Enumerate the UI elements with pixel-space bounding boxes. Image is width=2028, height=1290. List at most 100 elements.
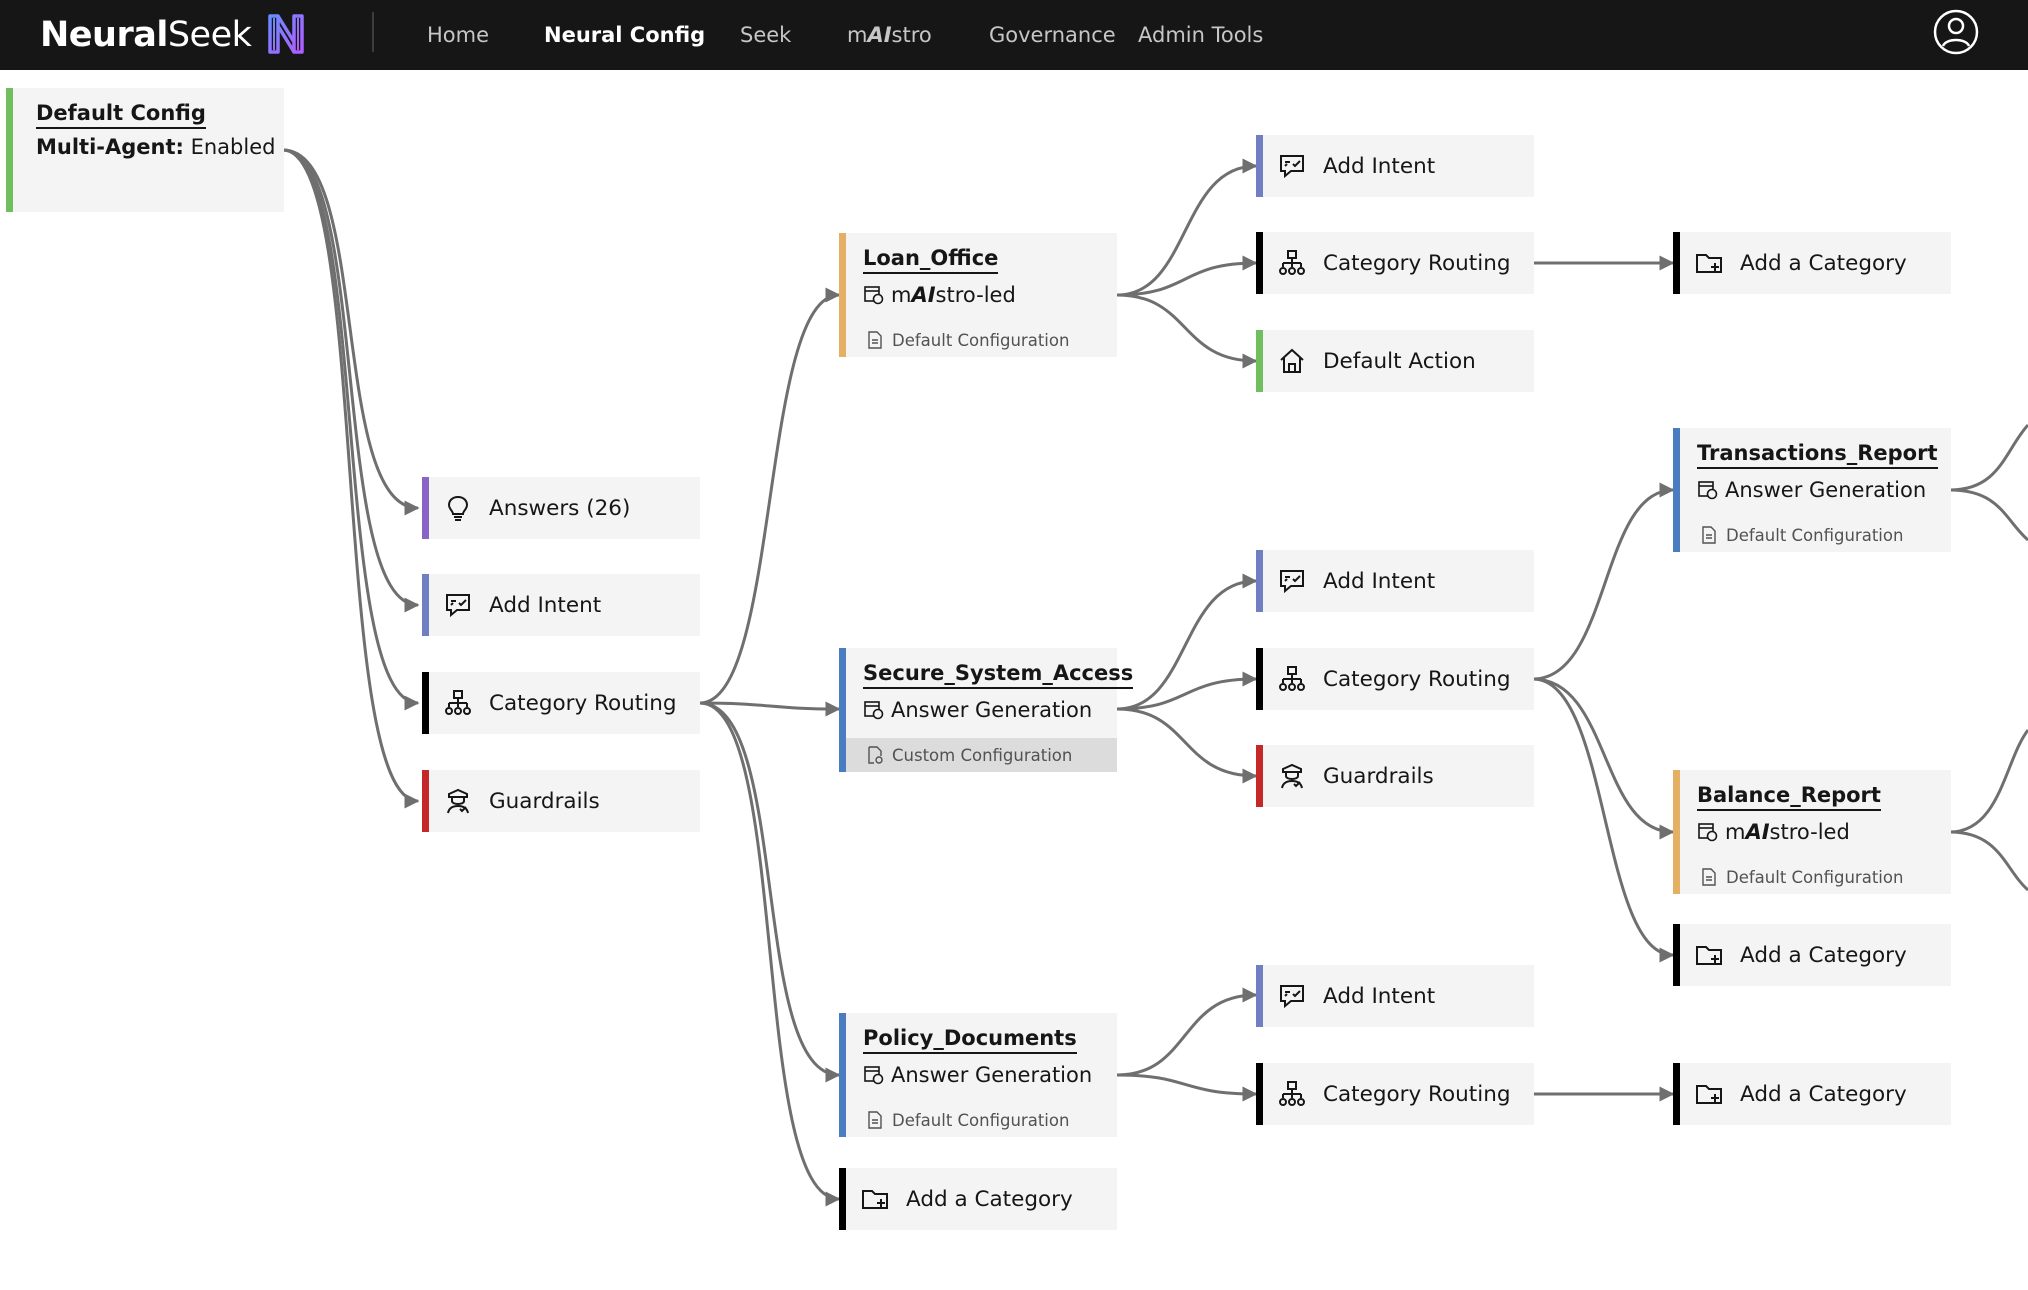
hierarchy-routing-icon: [1279, 250, 1305, 275]
mode-rest: stro-led: [1769, 820, 1850, 844]
hierarchy-routing-icon: [1279, 1081, 1305, 1106]
guardrails-label: Guardrails: [1323, 763, 1434, 789]
add-intent-label: Add Intent: [1323, 568, 1436, 594]
document-icon: [868, 1111, 882, 1129]
maistro-stro: stro: [891, 23, 932, 47]
secure-add-intent-node[interactable]: Add Intent: [1256, 550, 1534, 612]
agent-mode-icon: [1698, 481, 1718, 500]
agent-config[interactable]: Default Configuration: [846, 323, 1117, 357]
lightbulb-icon: [447, 495, 469, 521]
document-icon: [868, 331, 882, 349]
folder-add-icon: [1696, 946, 1722, 965]
add-a-category-label: Add a Category: [1740, 250, 1907, 276]
hierarchy-routing-icon: [1279, 666, 1305, 691]
mode-label: Answer Generation: [891, 1063, 1093, 1087]
nav-admin-tools[interactable]: Admin Tools: [1138, 23, 1264, 47]
mode-m: m: [1725, 820, 1746, 844]
maistro-ai: AI: [867, 23, 892, 47]
loan-add-intent-node[interactable]: Add Intent: [1256, 135, 1534, 197]
secure-guardrails-node[interactable]: Guardrails: [1256, 745, 1534, 807]
policy-add-intent-node[interactable]: Add Intent: [1256, 965, 1534, 1027]
document-gear-icon: [868, 746, 883, 764]
loan-add-a-category-node[interactable]: Add a Category: [1673, 232, 1951, 294]
chat-intent-icon: [1280, 570, 1304, 594]
nav-maistro[interactable]: mAIstro: [847, 18, 932, 52]
home-icon: [1280, 348, 1304, 373]
folder-add-icon: [862, 1190, 888, 1209]
policy-category-routing-node[interactable]: Category Routing: [1256, 1063, 1534, 1125]
nav-home[interactable]: Home: [427, 23, 490, 47]
add-intent-label: Add Intent: [1323, 153, 1436, 179]
agent-config[interactable]: Default Configuration: [1680, 860, 1951, 894]
neuralseek-n-logo-icon[interactable]: [266, 12, 306, 56]
category-routing-node[interactable]: Category Routing: [422, 672, 700, 734]
chat-intent-icon: [446, 594, 470, 618]
loan-category-routing-node[interactable]: Category Routing: [1256, 232, 1534, 294]
agent-transactions-report[interactable]: Transactions_Report Answer Generation De…: [1673, 428, 1951, 552]
add-intent-node[interactable]: Add Intent: [422, 574, 700, 636]
secure-category-routing-node[interactable]: Category Routing: [1256, 648, 1534, 710]
agent-title[interactable]: Loan_Office: [863, 245, 999, 274]
guardrails-node[interactable]: Guardrails: [422, 770, 700, 832]
agent-loan-office[interactable]: Loan_Office mAIstro-led Default Configur…: [839, 233, 1117, 357]
multi-agent-value: Enabled: [183, 135, 276, 159]
agent-title[interactable]: Policy_Documents: [863, 1025, 1077, 1054]
add-a-category-label: Add a Category: [1740, 942, 1907, 968]
agent-config-label: Default Configuration: [1726, 867, 1904, 887]
agent-title[interactable]: Transactions_Report: [1697, 440, 1938, 469]
agent-config-label: Custom Configuration: [892, 745, 1073, 765]
agent-balance-report[interactable]: Balance_Report mAIstro-led Default Confi…: [1673, 770, 1951, 894]
mode-label: Answer Generation: [891, 698, 1093, 722]
agent-mode-icon: [864, 286, 884, 305]
category-routing-label: Category Routing: [1323, 1081, 1511, 1107]
agent-config[interactable]: Default Configuration: [846, 1103, 1117, 1137]
brand-light: Seek: [167, 15, 252, 55]
mode-m: m: [891, 283, 912, 307]
nav-neural-config[interactable]: Neural Config: [544, 23, 706, 47]
policy-add-a-category-node[interactable]: Add a Category: [1673, 1063, 1951, 1125]
agent-policy-documents[interactable]: Policy_Documents Answer Generation Defau…: [839, 1013, 1117, 1137]
loan-default-action-node[interactable]: Default Action: [1256, 330, 1534, 392]
agent-config[interactable]: Default Configuration: [1680, 518, 1951, 552]
nav-governance[interactable]: Governance: [989, 23, 1116, 47]
folder-add-icon: [1696, 1085, 1722, 1104]
document-icon: [1702, 868, 1716, 886]
add-a-category-label: Add a Category: [906, 1186, 1073, 1212]
nav-seek[interactable]: Seek: [740, 23, 792, 47]
chat-intent-icon: [1280, 155, 1304, 179]
category-routing-label: Category Routing: [1323, 666, 1511, 692]
default-action-label: Default Action: [1323, 348, 1476, 374]
add-a-category-label: Add a Category: [1740, 1081, 1907, 1107]
add-a-category-node[interactable]: Add a Category: [839, 1168, 1117, 1230]
hierarchy-routing-icon: [445, 690, 471, 715]
add-intent-label: Add Intent: [489, 592, 602, 618]
category-routing-label: Category Routing: [489, 690, 677, 716]
folder-add-icon: [1696, 254, 1722, 273]
agent-config-label: Default Configuration: [1726, 525, 1904, 545]
answers-node[interactable]: Answers (26): [422, 477, 700, 539]
mode-label: Answer Generation: [1725, 478, 1927, 502]
agent-config[interactable]: Custom Configuration: [846, 738, 1117, 772]
agent-mode: mAIstro-led: [863, 280, 1117, 310]
mode-ai: AI: [911, 283, 936, 307]
multi-agent-label: Multi-Agent:: [36, 135, 184, 159]
agent-mode-icon: [1698, 823, 1718, 842]
agent-mode: Answer Generation: [863, 1060, 1117, 1090]
agent-mode-icon: [864, 1066, 884, 1085]
secure-add-a-category-node[interactable]: Add a Category: [1673, 924, 1951, 986]
brand-bold: Neural: [40, 15, 168, 55]
answers-label: Answers (26): [489, 495, 631, 521]
user-profile-icon[interactable]: [1932, 8, 1980, 56]
default-config-node[interactable]: Default Config Multi-Agent: Enabled: [6, 88, 284, 212]
agent-mode-icon: [864, 701, 884, 720]
agent-config-label: Default Configuration: [892, 330, 1070, 350]
agent-title[interactable]: Secure_System_Access: [863, 660, 1134, 689]
agent-mode: Answer Generation: [863, 695, 1117, 725]
agent-title[interactable]: Balance_Report: [1697, 782, 1881, 811]
agent-secure-system-access[interactable]: Secure_System_Access Answer Generation C…: [839, 648, 1134, 772]
default-config-title[interactable]: Default Config: [36, 100, 206, 129]
agent-mode: mAIstro-led: [1697, 817, 1951, 847]
